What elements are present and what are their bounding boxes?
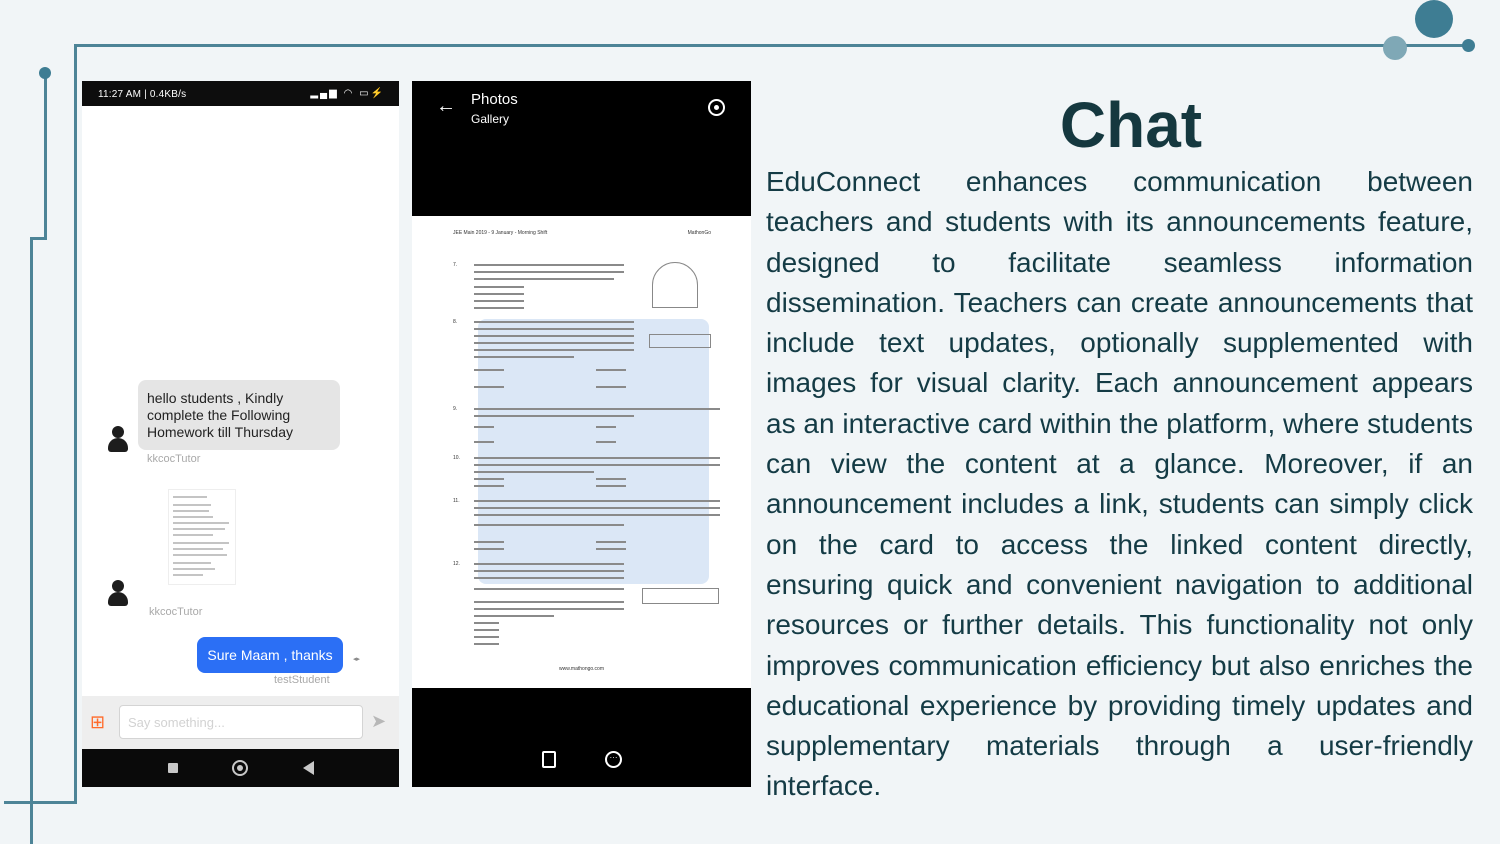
app-logo-icon: ◂▸	[353, 656, 361, 663]
home-icon[interactable]	[232, 760, 248, 776]
android-nav-bar	[82, 749, 399, 787]
avatar-icon	[108, 580, 128, 608]
rod-figure	[642, 588, 719, 604]
viewer-subtitle: Gallery	[471, 112, 510, 126]
arrow-left-icon[interactable]: ←	[436, 95, 456, 117]
decor-line-step	[30, 237, 47, 240]
signal-wifi-battery-icon: ▂▄▆ ◠ ▭⚡	[310, 88, 385, 99]
question-number: 8.	[453, 319, 458, 325]
decor-line-left	[74, 44, 77, 804]
message-sender: kkcocTutor	[149, 606, 203, 618]
slide-body: EduConnect enhances communication betwee…	[766, 166, 1473, 802]
photo-viewer-screenshot: ← Photos Gallery JEE Main 2019 - 9 Janua…	[412, 81, 751, 787]
question-number: 10.	[453, 455, 460, 461]
message-sender: kkcocTutor	[147, 453, 201, 465]
file-icon[interactable]	[542, 751, 556, 768]
doc-footer: www.mathongo.com	[558, 666, 605, 672]
viewer-title: Photos	[471, 91, 518, 108]
doc-header: JEE Main 2019 - 9 January - Morning Shif…	[453, 230, 548, 236]
question-number: 11.	[453, 498, 460, 504]
status-bar: 11:27 AM | 0.4KB/s ▂▄▆ ◠ ▭⚡	[82, 81, 399, 106]
decor-line-outer	[44, 73, 47, 239]
decor-dot-small	[39, 67, 51, 79]
back-icon[interactable]	[303, 761, 314, 775]
decor-line-top	[74, 44, 1468, 47]
decor-line-bottom	[4, 801, 77, 804]
watermark-logo	[478, 319, 709, 584]
spring-block-figure	[649, 334, 711, 348]
circular-arc-figure	[652, 262, 698, 308]
more-options-icon[interactable]: ···	[605, 751, 622, 768]
message-composer: ⊞ ➤	[82, 696, 399, 749]
decor-dot-right-end	[1462, 39, 1475, 52]
add-image-icon[interactable]: ⊞	[90, 712, 106, 732]
send-icon[interactable]: ➤	[371, 711, 387, 731]
outgoing-message-bubble[interactable]: Sure Maam , thanks	[197, 637, 343, 673]
question-number: 12.	[453, 561, 460, 567]
question-number: 9.	[453, 406, 458, 412]
decor-dot-large	[1415, 0, 1453, 38]
homework-document-image: JEE Main 2019 - 9 January - Morning Shif…	[412, 216, 751, 688]
decor-line-outer-lower	[30, 237, 33, 844]
question-number: 7.	[453, 262, 458, 268]
recents-icon[interactable]	[168, 763, 178, 773]
avatar-icon	[108, 426, 128, 454]
message-input[interactable]	[119, 705, 363, 739]
image-message-thumbnail[interactable]	[168, 489, 236, 585]
incoming-message-bubble[interactable]: hello students , Kindly complete the Fol…	[138, 380, 340, 450]
chat-phone-screenshot: 11:27 AM | 0.4KB/s ▂▄▆ ◠ ▭⚡ hello studen…	[82, 81, 399, 787]
message-sender: testStudent	[274, 674, 330, 686]
decor-dot-medium	[1383, 36, 1407, 60]
doc-header-right: MathonGo	[687, 230, 711, 236]
rotate-icon[interactable]	[708, 99, 725, 116]
slide-title: Chat	[1059, 89, 1203, 161]
status-time: 11:27 AM | 0.4KB/s	[98, 89, 187, 100]
